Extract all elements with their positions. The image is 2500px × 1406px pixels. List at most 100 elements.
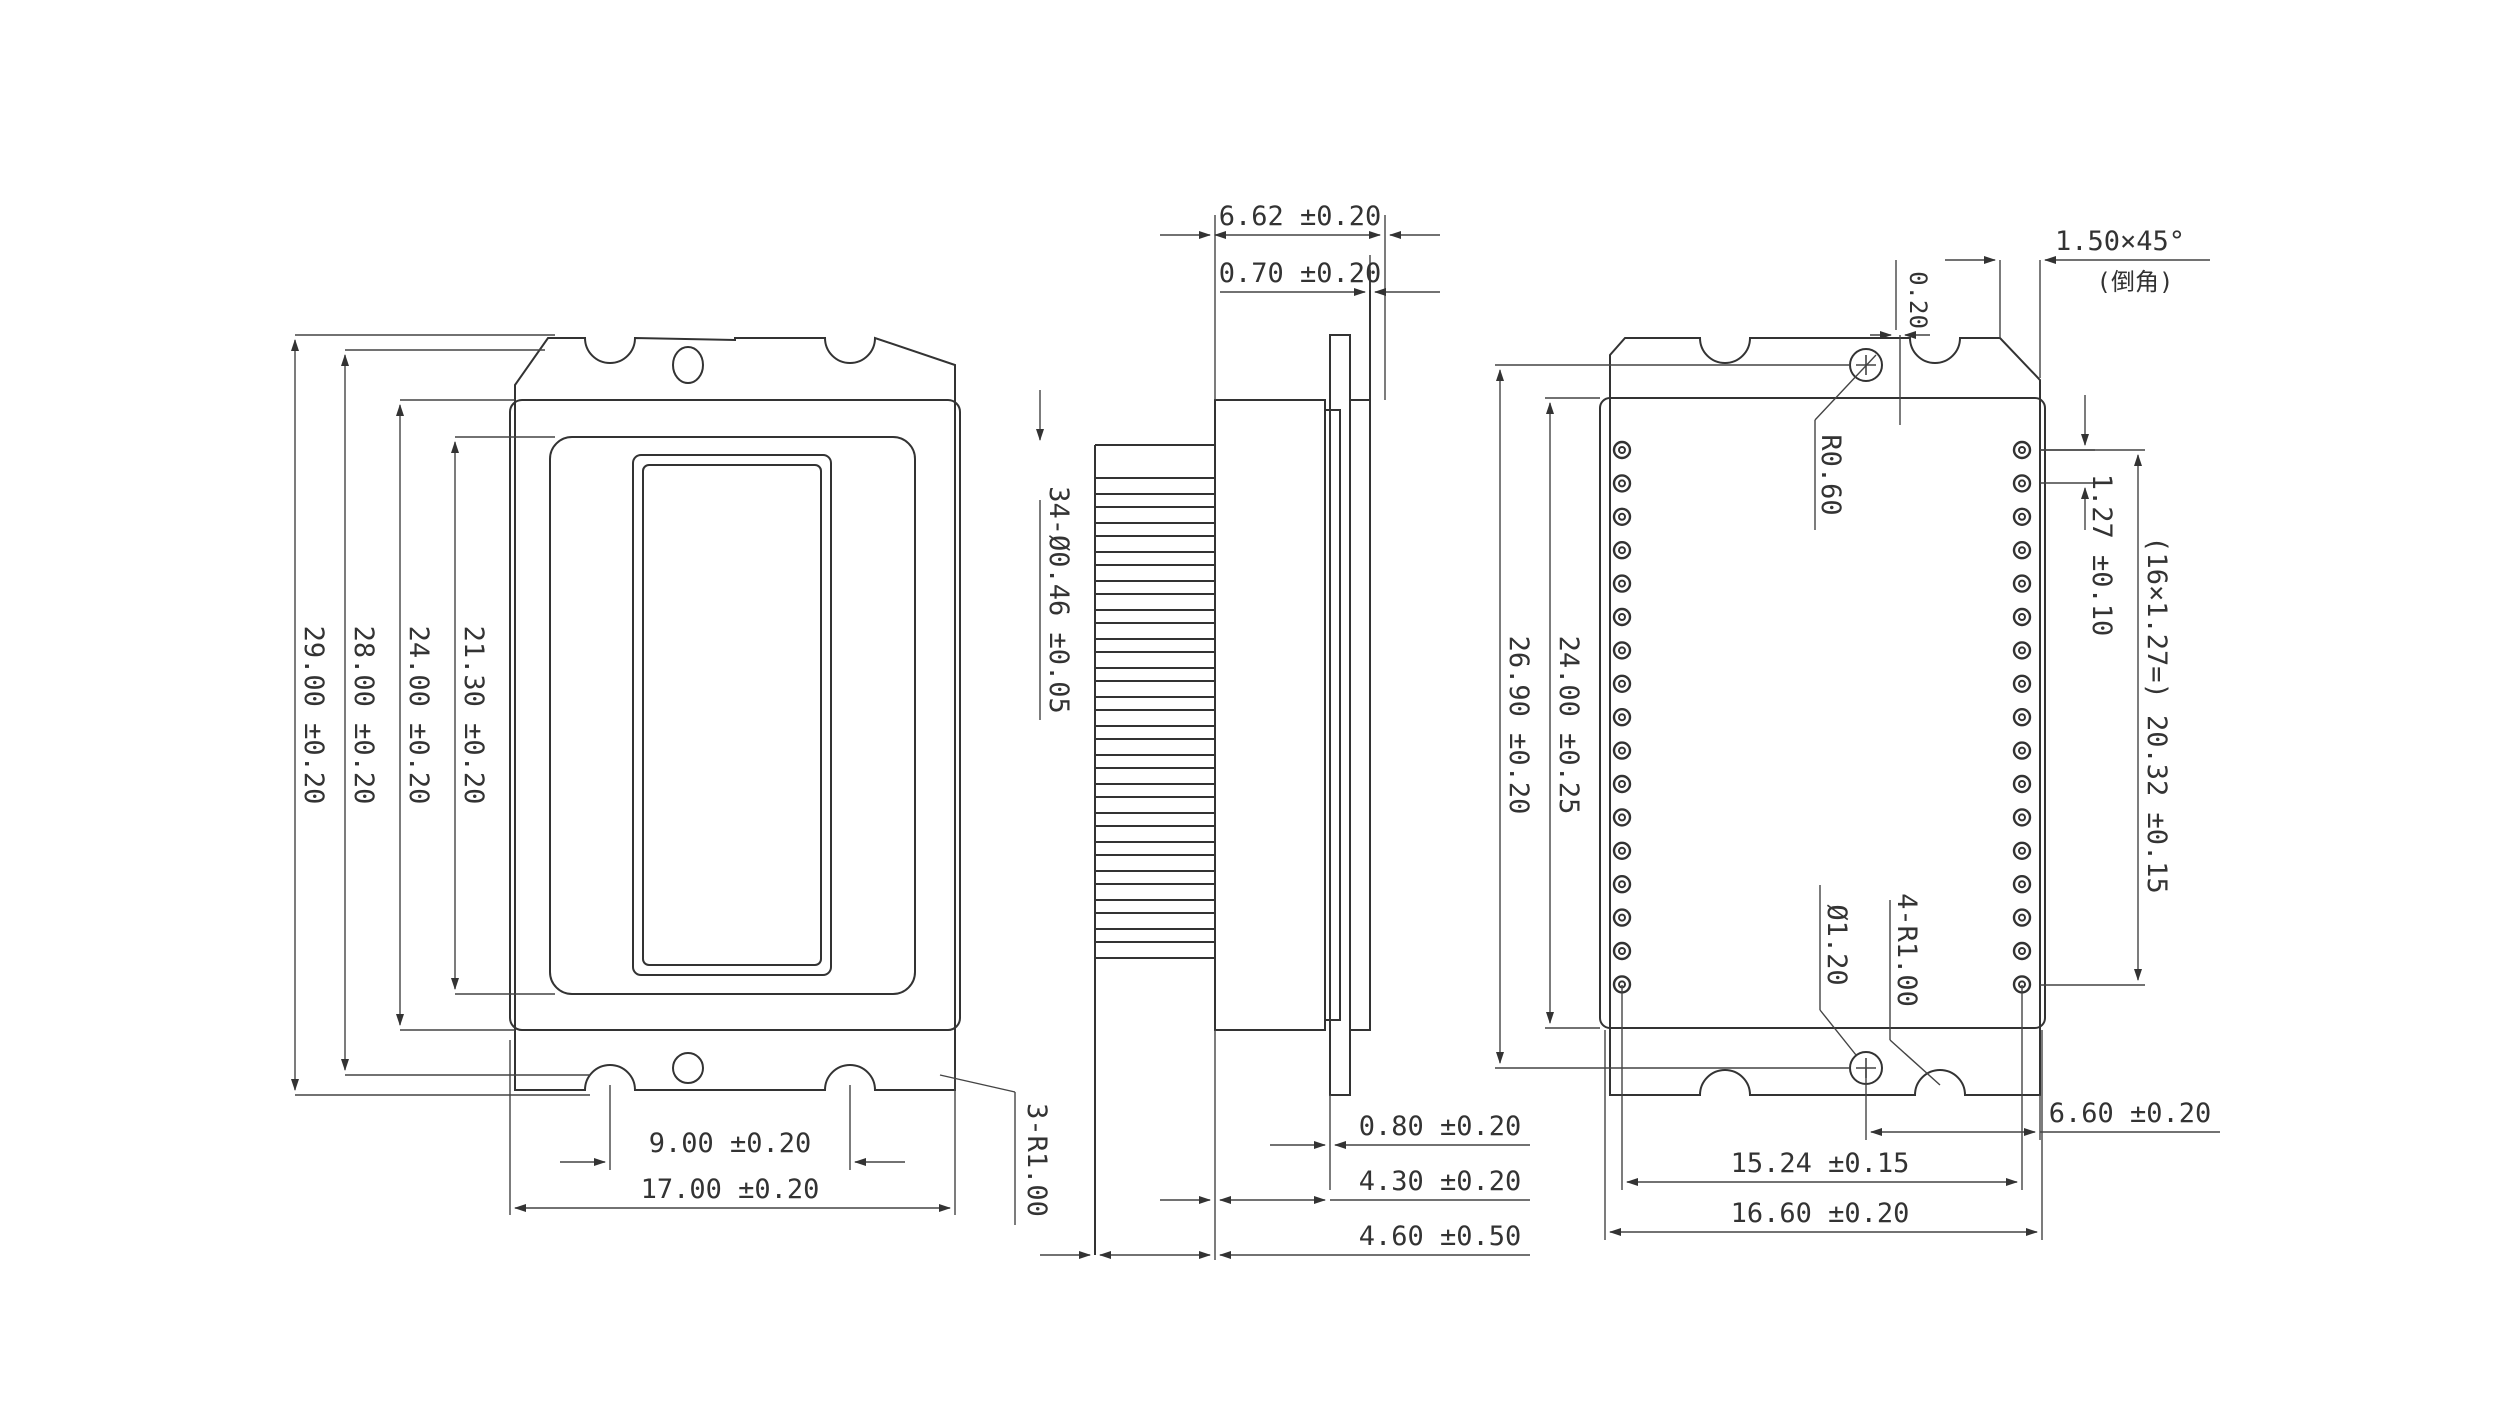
side-pin bbox=[1094, 854, 1216, 872]
back-pin bbox=[1612, 507, 1632, 526]
dim-flange: 0.80 ±0.20 bbox=[1359, 1111, 1522, 1142]
back-pin bbox=[2012, 440, 2032, 460]
side-pins bbox=[1094, 477, 1216, 959]
back-pin-center bbox=[2018, 713, 2026, 722]
side-pin bbox=[1094, 651, 1216, 669]
back-pin-center bbox=[2018, 813, 2026, 822]
dim-pin-diameter: 34-Ø0.46 ±0.05 bbox=[1043, 486, 1074, 714]
side-window-cap bbox=[1349, 399, 1371, 1031]
side-pin bbox=[1094, 506, 1216, 524]
back-pin bbox=[2012, 474, 2032, 493]
dim-height-28: 28.00 ±0.20 bbox=[348, 626, 379, 805]
back-pin bbox=[1612, 641, 1632, 660]
back-pin-center bbox=[2018, 613, 2026, 621]
dim-height-26: 26.90 ±0.20 bbox=[1503, 636, 1534, 815]
front-housing bbox=[509, 399, 961, 1031]
back-pin-center bbox=[1618, 613, 1626, 621]
back-pin bbox=[1612, 708, 1632, 727]
dim-height-21: 21.30 ±0.20 bbox=[458, 626, 489, 805]
side-pin bbox=[1094, 738, 1216, 756]
back-pin-center bbox=[1618, 646, 1626, 655]
back-pin bbox=[1612, 908, 1632, 927]
back-pin-center bbox=[2018, 880, 2026, 889]
back-pin bbox=[1612, 574, 1632, 593]
side-body bbox=[1214, 399, 1326, 1031]
back-pin-center bbox=[2018, 947, 2026, 955]
dim-chamfer-note: (倒角) bbox=[2097, 268, 2174, 296]
dim-r060: R0.60 bbox=[1815, 434, 1846, 515]
front-bottom-hole bbox=[672, 1052, 704, 1084]
back-pin-center bbox=[1618, 479, 1626, 488]
back-pin-center bbox=[1618, 512, 1626, 521]
front-outline bbox=[514, 336, 956, 1091]
back-pin bbox=[1612, 474, 1632, 493]
dim-corner-radius: 3-R1.00 bbox=[1021, 1103, 1052, 1217]
back-pin-center bbox=[2018, 780, 2026, 788]
back-plate bbox=[1599, 397, 2046, 1029]
back-pin bbox=[2012, 741, 2032, 760]
back-pin-center bbox=[2018, 913, 2026, 922]
front-window-inner bbox=[642, 464, 822, 966]
back-pin-center bbox=[2018, 846, 2026, 855]
back-pin bbox=[2012, 708, 2032, 727]
back-pin-center bbox=[2018, 479, 2026, 488]
dim-pin-row: 15.24 ±0.15 bbox=[1731, 1148, 1910, 1179]
back-view: 0.20 R0.60 1.50×45° (倒角) 1.27 ±0.10 (16×… bbox=[1495, 226, 2220, 1240]
back-pin bbox=[2012, 607, 2032, 627]
front-window-outer bbox=[632, 454, 832, 976]
dim-chamfer: 1.50×45° bbox=[2055, 226, 2185, 257]
back-pin-center bbox=[1618, 780, 1626, 788]
dim-pin-span: (16×1.27=) 20.32 ±0.15 bbox=[2141, 536, 2172, 894]
side-pin bbox=[1094, 912, 1216, 930]
back-pin-center bbox=[1618, 713, 1626, 722]
side-flange bbox=[1324, 409, 1341, 1021]
back-pin bbox=[2012, 507, 2032, 526]
back-pin-center bbox=[1618, 446, 1626, 454]
back-pin bbox=[2012, 808, 2032, 827]
side-pin bbox=[1094, 477, 1216, 495]
back-pin bbox=[2012, 541, 2032, 560]
back-pin bbox=[2012, 941, 2032, 961]
dim-back-width: 16.60 ±0.20 bbox=[1731, 1198, 1910, 1229]
back-pin bbox=[1612, 541, 1632, 560]
side-view: 6.62 ±0.20 0.70 ±0.20 34-Ø0.46 ±0.05 0.8… bbox=[1036, 201, 1530, 1260]
side-pin bbox=[1094, 593, 1216, 611]
back-pin bbox=[2012, 574, 2032, 593]
side-pin bbox=[1094, 680, 1216, 698]
dim-total-depth: 6.62 ±0.20 bbox=[1219, 201, 1382, 232]
back-pin-center bbox=[1618, 880, 1626, 889]
back-pin bbox=[2012, 841, 2032, 860]
back-pin-center bbox=[1618, 579, 1626, 588]
back-pin-center bbox=[2018, 646, 2026, 655]
back-pin-center bbox=[1618, 846, 1626, 855]
back-pin-center bbox=[1618, 679, 1626, 688]
side-pin bbox=[1094, 796, 1216, 814]
side-pin bbox=[1094, 622, 1216, 640]
back-pin bbox=[1612, 808, 1632, 827]
dim-radius-4: 4-R1.00 bbox=[1891, 893, 1922, 1007]
dim-hole-spacing: 9.00 ±0.20 bbox=[649, 1128, 812, 1159]
back-pin-center bbox=[2018, 446, 2026, 454]
back-pin bbox=[1612, 440, 1632, 460]
back-pin-center bbox=[1618, 746, 1626, 755]
dim-body-depth: 4.30 ±0.20 bbox=[1359, 1166, 1522, 1197]
back-pin bbox=[2012, 875, 2032, 894]
back-pins bbox=[1612, 440, 2032, 994]
back-pin-center bbox=[1618, 813, 1626, 822]
back-pin bbox=[1612, 607, 1632, 627]
side-pin bbox=[1094, 767, 1216, 785]
back-pin bbox=[1612, 941, 1632, 961]
dim-hole-dia: Ø1.20 bbox=[1821, 904, 1852, 985]
side-pin bbox=[1094, 709, 1216, 727]
back-pin-center bbox=[2018, 546, 2026, 555]
back-pin-center bbox=[2018, 512, 2026, 521]
side-pin bbox=[1094, 564, 1216, 582]
front-view: 29.00 ±0.20 28.00 ±0.20 24.00 ±0.20 21.3… bbox=[291, 334, 1052, 1225]
side-pin bbox=[1094, 825, 1216, 843]
back-pin bbox=[1612, 774, 1632, 794]
back-pin bbox=[2012, 641, 2032, 660]
back-pin-center bbox=[2018, 579, 2026, 588]
front-top-hole bbox=[672, 346, 704, 384]
back-pin-center bbox=[2018, 746, 2026, 755]
